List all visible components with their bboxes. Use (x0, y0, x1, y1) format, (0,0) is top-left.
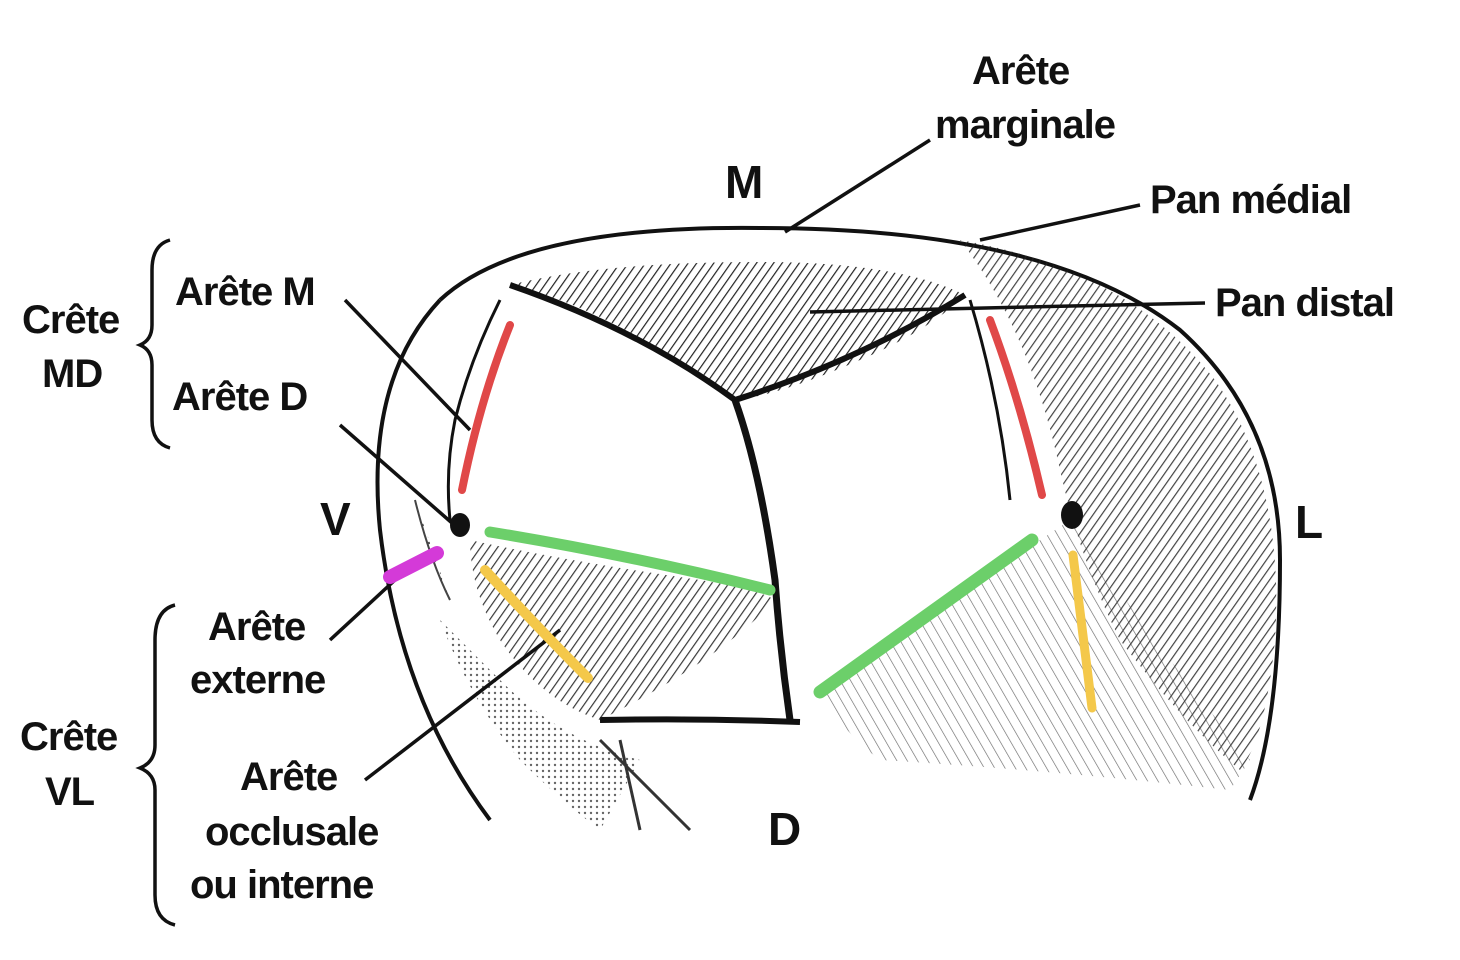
cusp-tips (450, 501, 1083, 537)
lower-left-shading (414, 499, 775, 832)
magenta-mark (383, 546, 444, 584)
brace-crete-md (135, 238, 171, 450)
label-pan-distal: Pan distal (1215, 281, 1394, 325)
label-v: V (320, 493, 351, 545)
cusp-lines (599, 299, 1012, 725)
label-pan-medial: Pan médial (1150, 178, 1351, 222)
label-arete-marginale-1: Arête (972, 49, 1069, 93)
yellow-mark-left (480, 565, 593, 683)
cusp-tip-left (450, 513, 470, 537)
leader-arete-m (343, 298, 472, 432)
label-arete-m: Arête M (175, 270, 315, 314)
leader-arete-d (338, 423, 462, 532)
leader-lines (328, 138, 1206, 782)
leader-arete-occlusale (363, 628, 562, 782)
label-arete-externe-1: Arête (208, 605, 305, 649)
label-arete-occlusale-3: ou interne (190, 863, 373, 907)
labels: M D V L Arête marginale Pan médial Pan d… (20, 49, 1395, 907)
leader-pan-distal (809, 301, 1206, 314)
green-mark-left (484, 526, 776, 596)
label-crete-md-2: MD (42, 352, 102, 396)
green-mark-right (813, 533, 1039, 699)
color-annotations (383, 316, 1097, 713)
label-l: L (1295, 496, 1323, 548)
label-arete-externe-2: externe (190, 658, 325, 702)
label-d: D (768, 803, 801, 855)
yellow-mark-right (1068, 550, 1097, 713)
cusp-tip-right (1061, 501, 1083, 529)
label-crete-vl-1: Crête (20, 715, 117, 759)
leader-arete-marginale (784, 138, 931, 234)
label-crete-vl-2: VL (45, 770, 95, 814)
brace-crete-vl (135, 603, 176, 927)
label-arete-marginale-2: marginale (935, 103, 1115, 147)
braces (135, 238, 176, 927)
label-m: M (725, 156, 763, 208)
red-mark-right (986, 316, 1046, 499)
label-arete-occlusale-2: occlusale (205, 810, 378, 854)
tooth-outline (375, 225, 1283, 822)
leader-arete-externe (328, 578, 397, 642)
red-mark-left (458, 321, 514, 494)
label-crete-md-1: Crête (22, 298, 119, 342)
label-arete-occlusale-1: Arête (240, 755, 337, 799)
label-arete-d: Arête D (172, 375, 307, 419)
leader-pan-medial (979, 203, 1141, 242)
occlusal-band (446, 262, 967, 521)
